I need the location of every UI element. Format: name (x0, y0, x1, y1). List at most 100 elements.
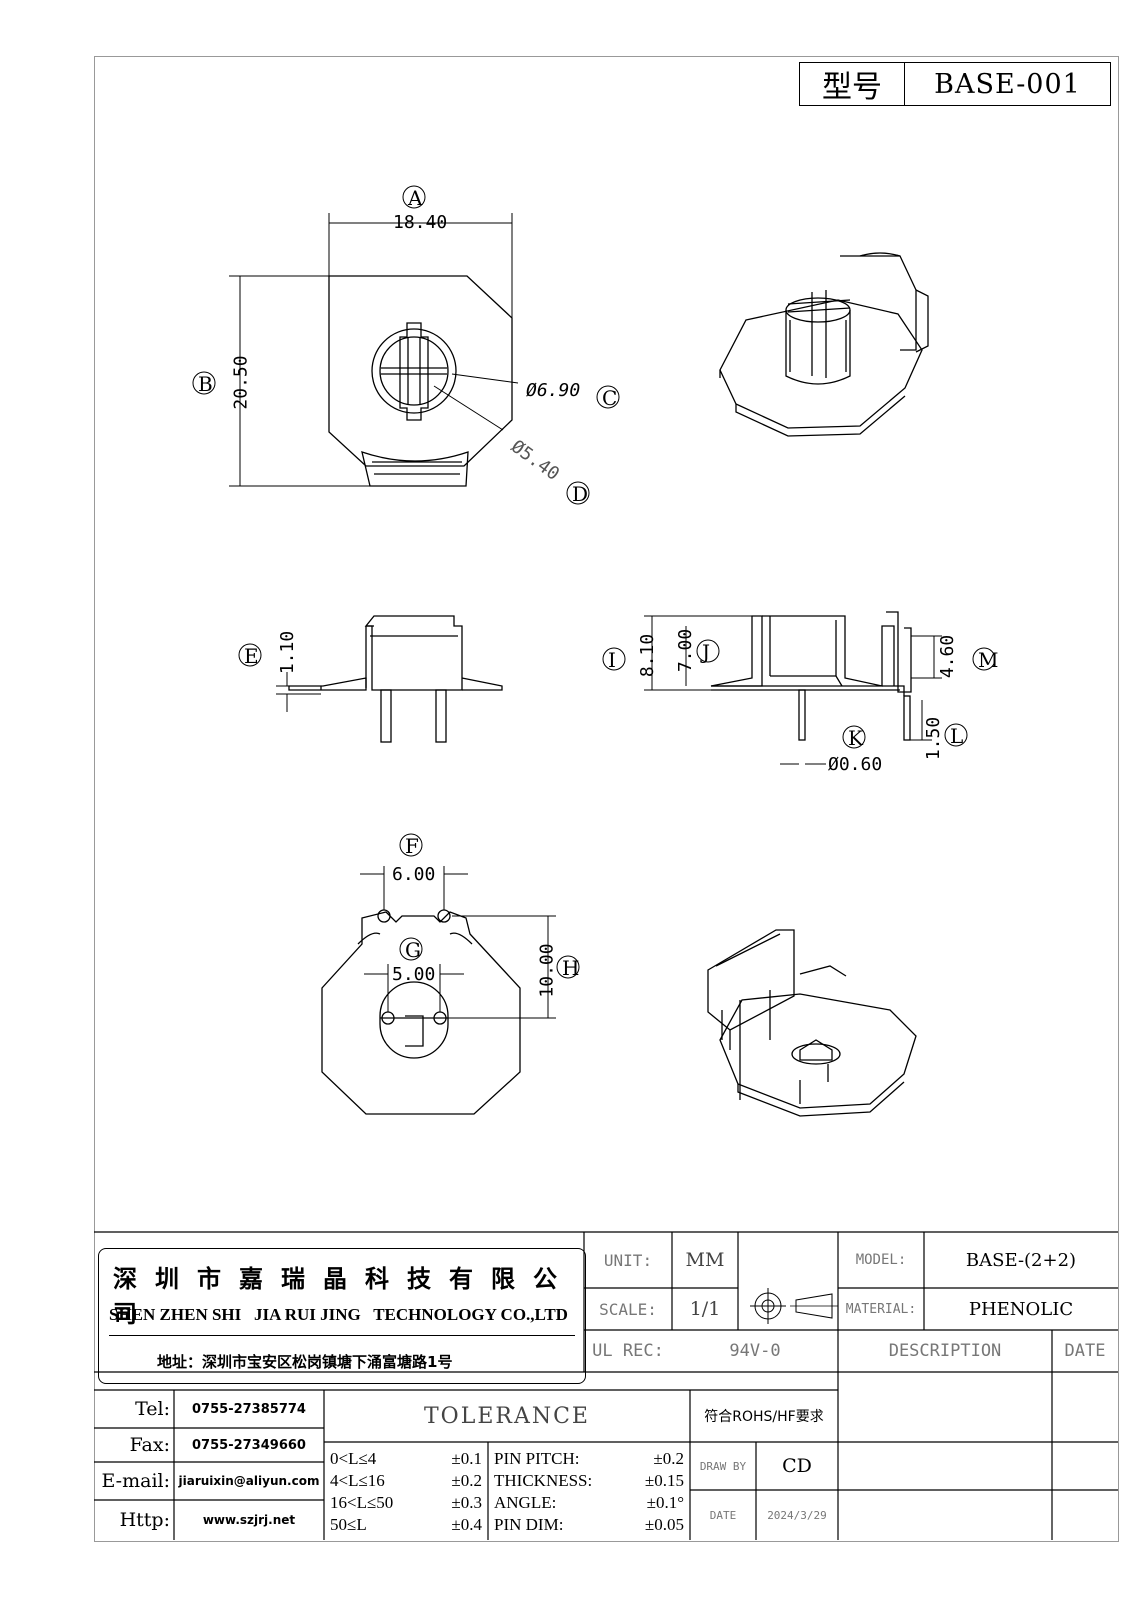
rohs-note: 符合ROHS/HF要求 (704, 1409, 824, 1425)
tolerance-other-list: PIN PITCH: ±0.2 THICKNESS: ±0.15 ANGLE: ±0.… (494, 1448, 684, 1536)
tol-name: ANGLE: (494, 1493, 557, 1512)
dim-k-letter: K (848, 726, 863, 750)
iso-view-1 (719, 252, 929, 437)
tol-row: THICKNESS: ±0.15 (494, 1470, 684, 1492)
dim-h-letter: H (562, 956, 580, 980)
circle-l (944, 723, 968, 747)
top-view (229, 213, 519, 487)
title-block-grid (94, 1231, 1118, 1540)
drawn-label: DRAW BY (699, 1459, 747, 1473)
tol-range: 50≤L (330, 1515, 367, 1534)
tol-range: 4<L≤16 (330, 1471, 385, 1490)
side-view (644, 611, 942, 765)
dim-d-letter: D (572, 482, 589, 506)
circle-c (596, 385, 620, 409)
tol-row: 50≤L ±0.4 (330, 1514, 482, 1536)
circle-g (399, 937, 423, 961)
dim-g-value: 5.00 (392, 964, 436, 985)
tolerance-label: TOLERANCE (424, 1403, 590, 1429)
tol-value: ±0.05 (644, 1515, 684, 1534)
dim-i-letter: I (608, 648, 616, 672)
model-key: 型号 (800, 63, 905, 105)
company-divider (109, 1335, 575, 1336)
tol-value: ±0.2 (451, 1471, 482, 1490)
circle-m (972, 647, 996, 671)
circle-a (402, 185, 426, 209)
fax-label: Fax: (129, 1434, 170, 1456)
date-value: 2024/3/29 (767, 1508, 827, 1522)
dim-k-value: Ø0.60 (828, 754, 883, 775)
material-value: PHENOLIC (968, 1298, 1074, 1320)
circle-j (696, 639, 720, 663)
circle-d (566, 481, 590, 505)
material-label: MATERIAL: (845, 1301, 917, 1317)
circle-b (192, 371, 216, 395)
dim-f-value: 6.00 (392, 864, 436, 885)
tol-row: 4<L≤16 ±0.2 (330, 1470, 482, 1492)
circle-f (399, 833, 423, 857)
company-name-cn: 深圳市嘉瑞晶科技有限公司 (113, 1265, 575, 1328)
tol-name: PIN DIM: (494, 1515, 564, 1534)
tol-value: ±0.2 (653, 1449, 684, 1468)
dim-a-value: 18.40 (393, 212, 448, 233)
tol-row: PIN DIM: ±0.05 (494, 1514, 684, 1536)
dim-l-letter: L (950, 724, 964, 748)
dim-c-letter: C (602, 386, 618, 410)
circle-e (238, 643, 262, 667)
date-small-label: DATE (709, 1508, 737, 1522)
http-label: Http: (119, 1509, 170, 1531)
dim-c-value: Ø6.90 (526, 380, 581, 401)
fax-value: 0755-27349660 (192, 1437, 306, 1453)
email-label: E-mail: (101, 1470, 170, 1492)
tol-row: 16<L≤50 ±0.3 (330, 1492, 482, 1514)
tol-value: ±0.15 (644, 1471, 684, 1490)
dim-e-letter: E (244, 644, 259, 668)
dim-g-letter: G (405, 938, 421, 962)
dim-f-letter: F (405, 834, 419, 858)
dim-a-letter: A (408, 186, 423, 210)
company-box: 深圳市嘉瑞晶科技有限公司 SHEN ZHEN SHI JIA RUI JING … (98, 1248, 586, 1384)
company-name-en: SHEN ZHEN SHI JIA RUI JING TECHNOLOGY CO… (109, 1305, 568, 1324)
tol-row: PIN PITCH: ±0.2 (494, 1448, 684, 1470)
tol-range: 0<L≤4 (330, 1449, 377, 1468)
dim-j-letter: J (702, 640, 711, 664)
unit-label: UNIT: (603, 1250, 653, 1270)
tel-value: 0755-27385774 (192, 1401, 306, 1417)
tol-value: ±0.1 (451, 1449, 482, 1468)
scale-label: SCALE: (599, 1299, 657, 1319)
model-label: MODEL: (855, 1252, 907, 1268)
ul-label: UL REC: (592, 1341, 664, 1361)
tolerance-length-list: 0<L≤4 ±0.1 4<L≤16 ±0.2 16<L≤50 ±0.3 50≤L ±0.… (330, 1448, 482, 1536)
iso-view-2 (707, 929, 917, 1117)
dim-b-letter: B (198, 372, 213, 396)
circle-i (602, 647, 626, 671)
tol-name: PIN PITCH: (494, 1449, 580, 1468)
unit-value: MM (685, 1249, 725, 1271)
circle-h (556, 955, 580, 979)
tol-value: ±0.4 (451, 1515, 482, 1534)
tol-row: ANGLE: ±0.1° (494, 1492, 684, 1514)
email-value: jiaruixin@aliyun.com (178, 1474, 320, 1488)
company-address: 地址：深圳市宝安区松岗镇塘下涌富塘路1号 (157, 1353, 453, 1371)
drawn-value: CD (782, 1455, 812, 1477)
date-label: DATE (1064, 1341, 1106, 1361)
http-value: www.szjrj.net (202, 1513, 296, 1527)
tel-label: Tel: (135, 1398, 170, 1420)
bottom-view (321, 866, 556, 1115)
tol-value: ±0.3 (451, 1493, 482, 1512)
model-header: 型号 BASE-001 (799, 62, 1111, 106)
tol-range: 16<L≤50 (330, 1493, 394, 1512)
description-label: DESCRIPTION (888, 1341, 1002, 1361)
ul-value: 94V-0 (729, 1341, 781, 1361)
circle-k (842, 725, 866, 749)
tol-value: ±0.1° (646, 1493, 684, 1512)
scale-value: 1/1 (689, 1298, 721, 1320)
front-view (276, 615, 503, 743)
model-value-tb: BASE-(2+2) (965, 1249, 1077, 1271)
tol-name: THICKNESS: (494, 1471, 593, 1490)
model-value: BASE-001 (934, 68, 1081, 100)
tol-row: 0<L≤4 ±0.1 (330, 1448, 482, 1470)
drawing-frame (94, 56, 1119, 1542)
